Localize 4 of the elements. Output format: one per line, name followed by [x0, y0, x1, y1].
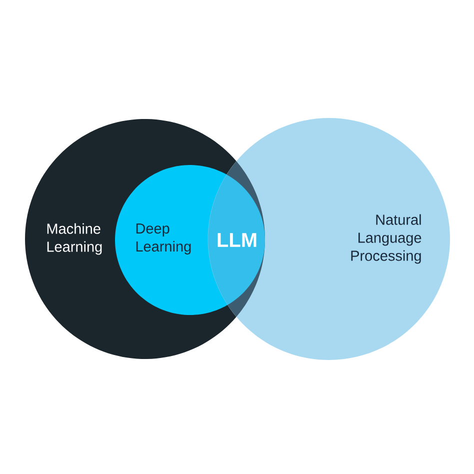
- region-label: Deep Learning: [136, 224, 191, 254]
- region-label: Natural Language Processing: [351, 214, 422, 264]
- region-label: Machine Learning: [47, 223, 102, 255]
- overlap-label: LLM: [218, 233, 256, 247]
